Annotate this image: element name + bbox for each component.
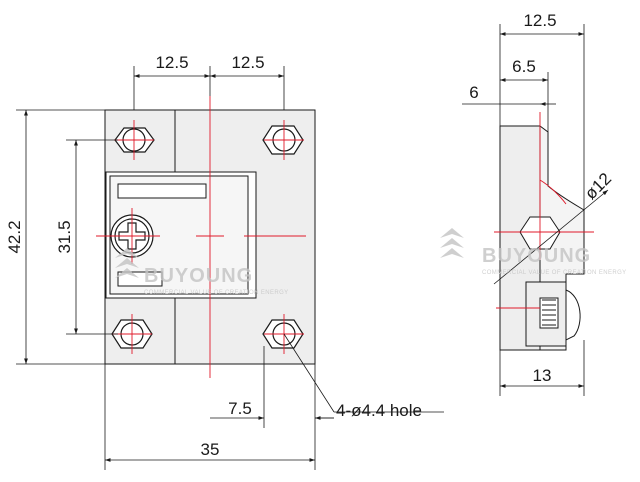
front-centerlines xyxy=(96,96,306,378)
watermark-brand: BUYOUNG xyxy=(482,245,591,267)
slot-top xyxy=(117,183,207,199)
hole-callout: 4-ø4.4 hole xyxy=(336,401,422,420)
dim-edge-offset: 7.5 xyxy=(228,399,252,418)
dim-side-width-top: 12.5 xyxy=(523,11,556,30)
side-view xyxy=(499,125,585,351)
side-knob xyxy=(565,289,581,341)
front-dimensions xyxy=(16,66,444,470)
watermark-brand: BUYOUNG xyxy=(144,265,253,287)
buyoung-logo-icon xyxy=(440,228,464,258)
watermark-left: BUYOUNG COMMERCIAL VALUE OF CREATION ENE… xyxy=(115,248,289,296)
dim-side-offset-b: 6 xyxy=(469,83,478,102)
dim-side-offset-a: 6.5 xyxy=(512,57,536,76)
side-spring xyxy=(539,297,559,329)
slot-bottom xyxy=(117,271,163,287)
watermark-right: BUYOUNG COMMERCIAL VALUE OF CREATION ENE… xyxy=(440,228,627,276)
dim-side-width-bottom: 13 xyxy=(533,366,552,385)
front-dimension-labels: 12.5 12.5 7.5 35 4-ø4.4 hole 42.2 31.5 xyxy=(5,53,422,459)
watermark-tagline: COMMERCIAL VALUE OF CREATION ENERGY xyxy=(482,270,627,276)
dim-circle-diameter: ø12 xyxy=(581,169,615,203)
watermark-tagline: COMMERCIAL VALUE OF CREATION ENERGY xyxy=(144,290,289,296)
buyoung-logo-icon xyxy=(115,248,139,278)
dim-hole-vertical-spacing: 31.5 xyxy=(55,220,74,253)
dim-height-total: 42.2 xyxy=(5,220,24,253)
dim-width-total: 35 xyxy=(201,440,220,459)
dim-hole-spacing-left: 12.5 xyxy=(155,53,188,72)
side-centerlines xyxy=(494,112,594,309)
side-dimensions xyxy=(462,24,609,396)
dim-hole-spacing-right: 12.5 xyxy=(231,53,264,72)
